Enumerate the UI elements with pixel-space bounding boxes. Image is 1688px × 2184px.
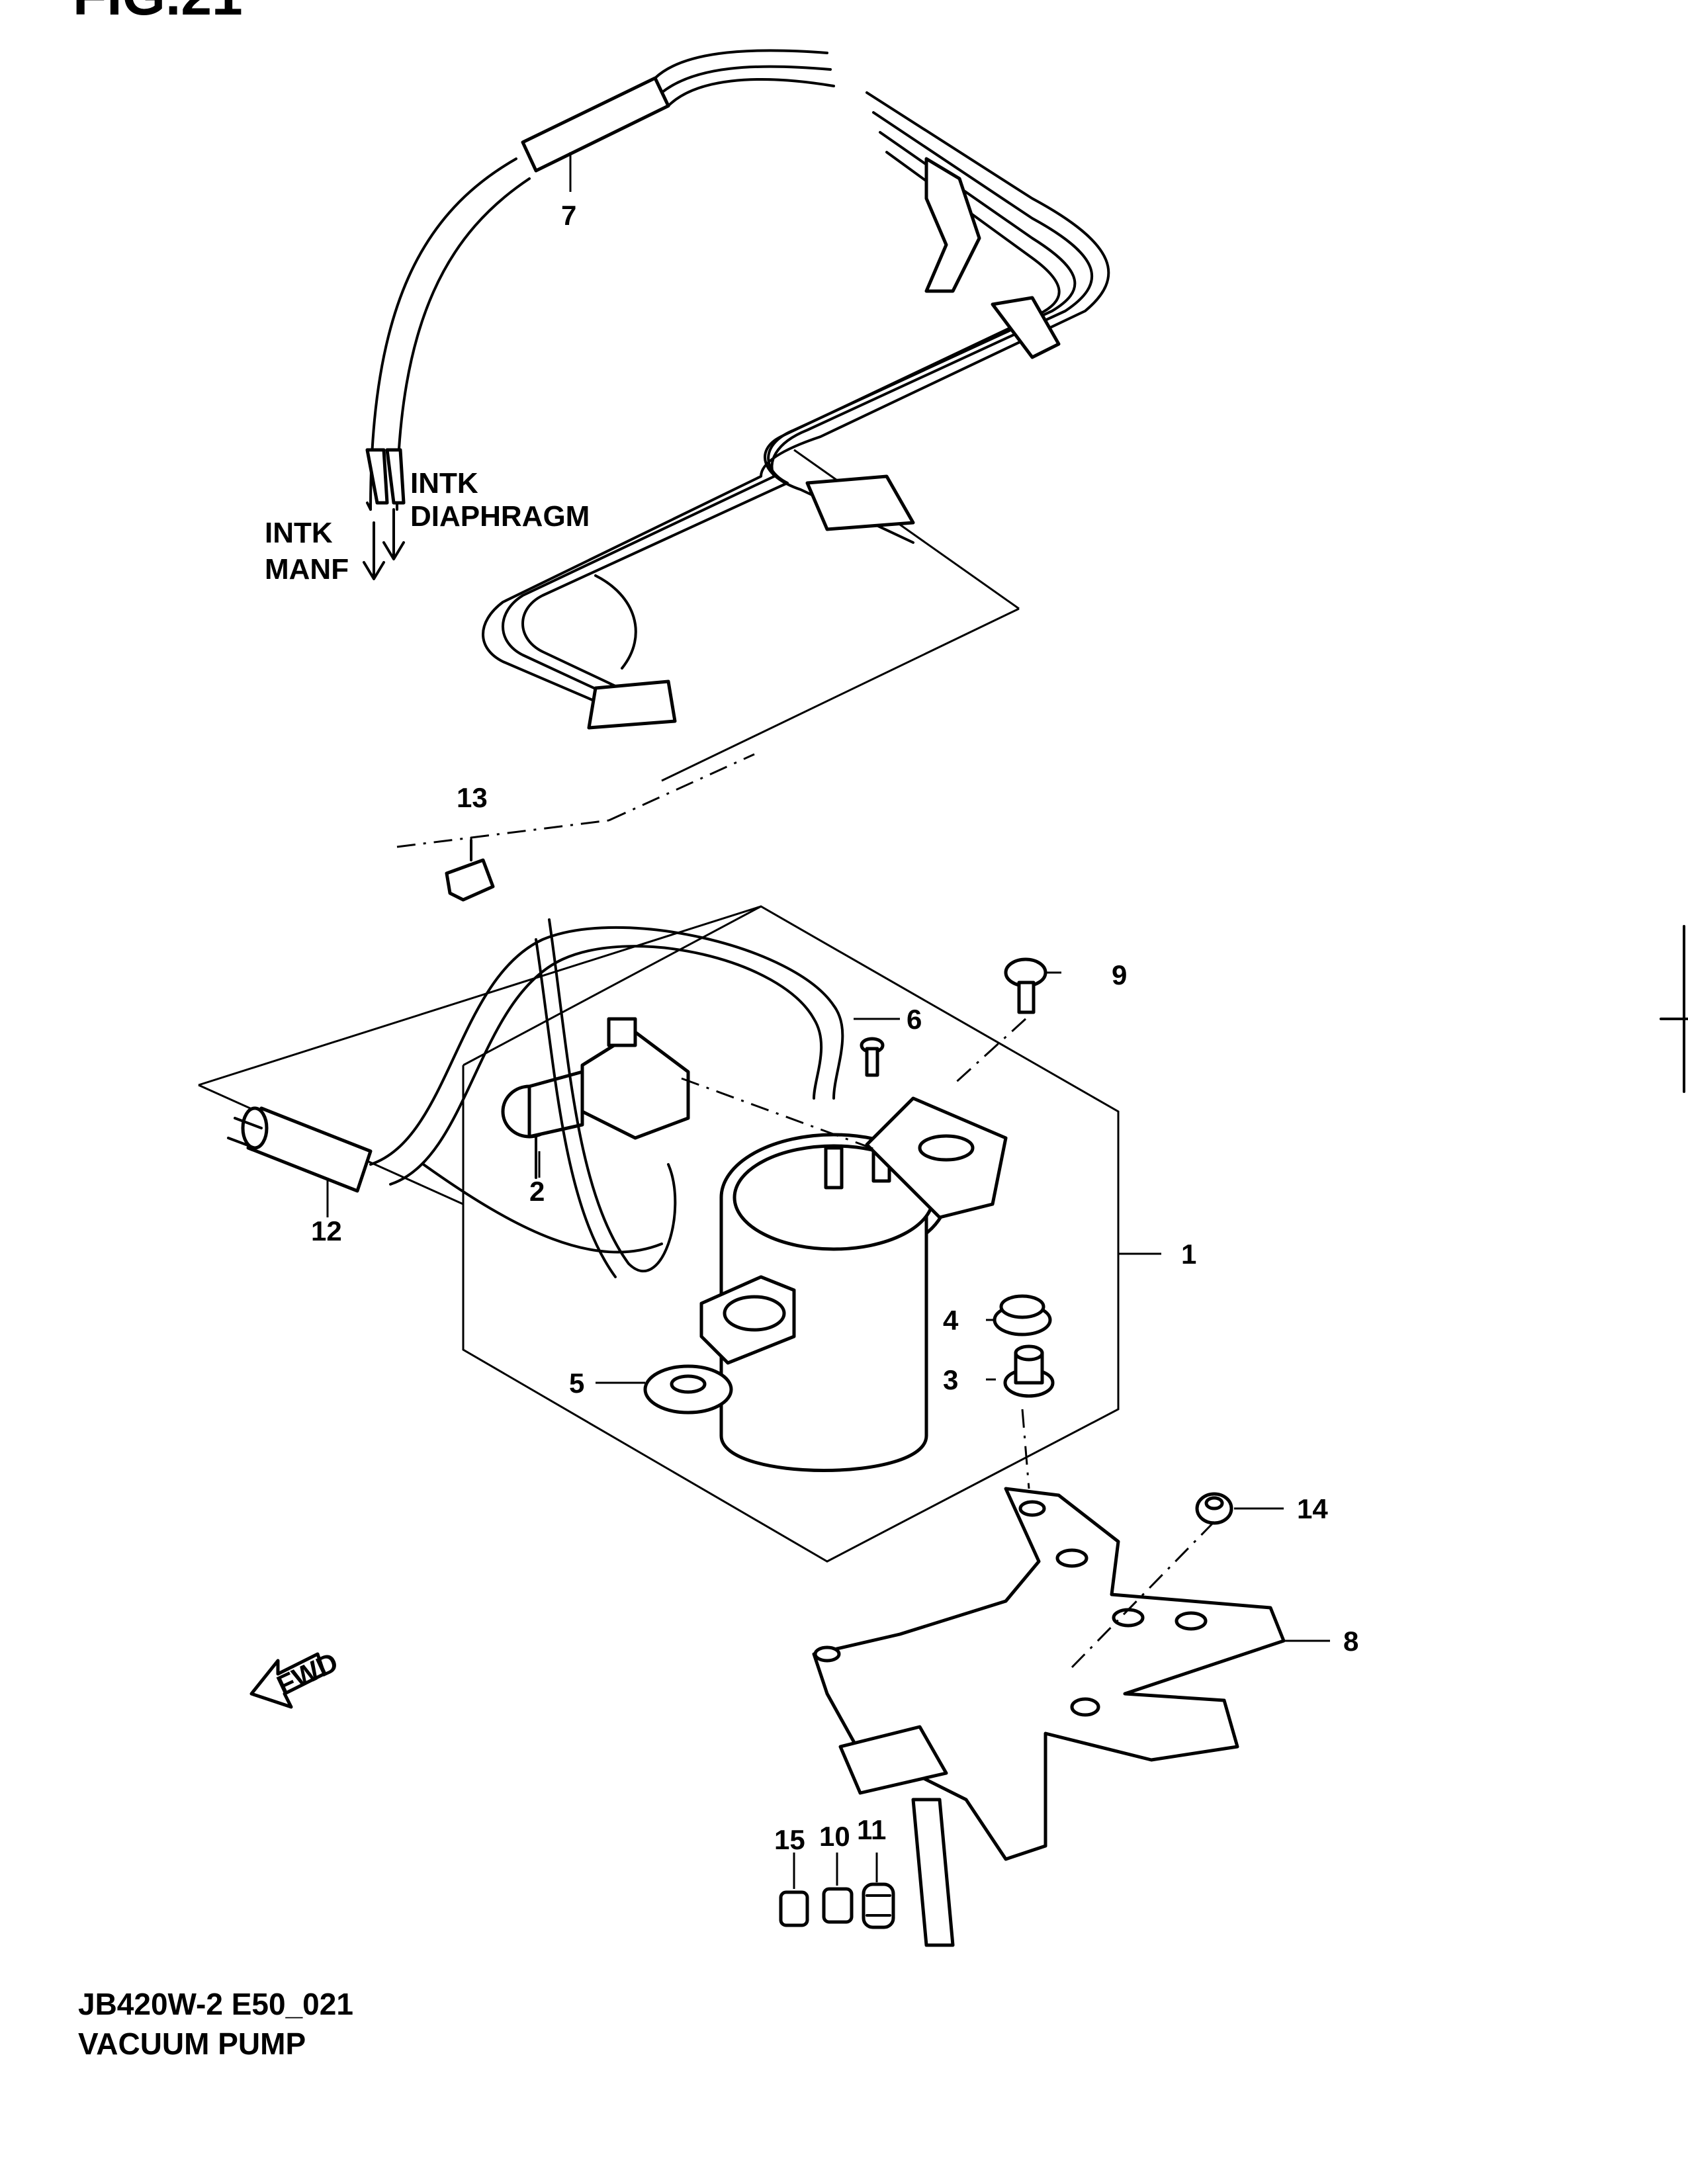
intk-manf-label-line2: MANF: [265, 553, 349, 586]
margin-register-mark: [1660, 925, 1688, 1093]
clip-part-13: [445, 839, 495, 902]
pump-hoses: [369, 918, 844, 1278]
callout-leaders: [326, 152, 1330, 1889]
collar-part-10: [822, 1887, 854, 1924]
solenoid-valve-part-2: [501, 1017, 690, 1179]
intk-manf-label-line1: INTK: [265, 517, 333, 549]
callout-10: 10: [819, 1821, 850, 1852]
callout-12: 12: [311, 1215, 342, 1246]
installation-guides: [396, 753, 1216, 1669]
intake-arrows: [363, 508, 405, 580]
callout-15: 15: [774, 1824, 805, 1855]
intk-diaphragm-label-line2: DIAPHRAGM: [410, 500, 590, 533]
callout-14: 14: [1297, 1493, 1328, 1524]
vacuum-canister: [699, 1096, 1008, 1472]
callout-4: 4: [943, 1305, 959, 1336]
callout-3: 3: [943, 1364, 958, 1395]
bushing-part-3: [1003, 1344, 1055, 1398]
callout-8: 8: [1343, 1626, 1358, 1657]
callout-5: 5: [569, 1368, 584, 1399]
grommet-part-11: [862, 1882, 895, 1929]
intk-diaphragm-label-line1: INTK: [410, 467, 478, 500]
bracket-part-8: [812, 1487, 1286, 1947]
callout-1: 1: [1181, 1239, 1196, 1270]
callout-2: 2: [529, 1176, 545, 1207]
vacuum-pipe-assembly: [365, 49, 1110, 782]
nut-part-14: [1195, 1492, 1233, 1525]
diagram-code: JB420W-2 E50_021: [78, 1987, 353, 2021]
grommet-part-4: [993, 1294, 1052, 1336]
forward-direction-icon: FWD: [249, 1646, 343, 1709]
bolt-part-9: [1004, 957, 1047, 1014]
figure-title: FIG.21: [73, 0, 243, 26]
fwd-label: FWD: [272, 1646, 343, 1701]
grommet-part-5: [643, 1364, 733, 1415]
callout-7: 7: [561, 200, 576, 231]
callout-6: 6: [907, 1004, 922, 1035]
callout-13: 13: [457, 782, 488, 813]
collar-part-15: [779, 1890, 809, 1927]
screw-near-part-6: [860, 1037, 885, 1077]
callout-9: 9: [1112, 959, 1127, 990]
protector-hose-part-12: [227, 1106, 373, 1193]
callout-11: 11: [857, 1814, 886, 1845]
diagram-name: VACUUM PUMP: [78, 2027, 306, 2061]
